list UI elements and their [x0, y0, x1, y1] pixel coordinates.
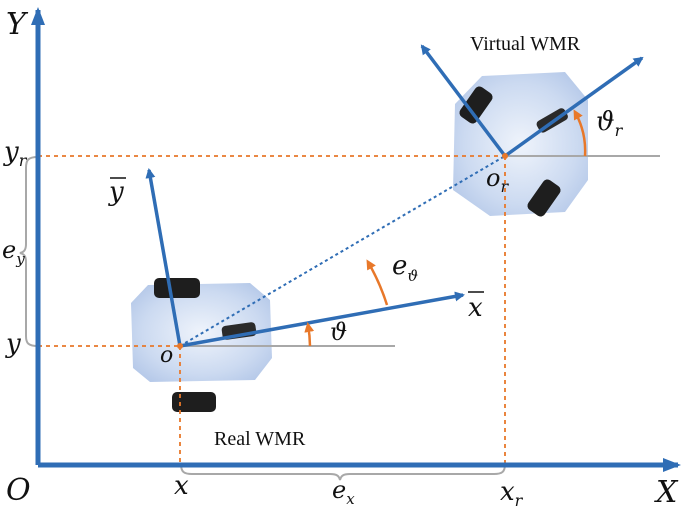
- real-origin-label: o: [160, 343, 173, 368]
- virtual-wmr-label: Virtual WMR: [470, 33, 581, 55]
- theta-r-label: ϑr: [596, 107, 624, 140]
- axis-Y-label: Y: [6, 7, 29, 42]
- y-r-tick-label: yr: [3, 137, 28, 170]
- real-wmr-wheel-bottom: [172, 392, 216, 412]
- real-y-bar-arrow: [145, 168, 182, 347]
- virtual-x-arrow: [503, 56, 644, 158]
- origin-O-label: O: [6, 473, 31, 508]
- real-wmr-wheel-top: [154, 278, 200, 298]
- theta-arc: [304, 322, 315, 347]
- x-bar-label: x: [468, 291, 484, 323]
- real-x-bar-arrow: [179, 291, 465, 348]
- svg-text:x: x: [468, 293, 483, 323]
- e-y-label: ey: [2, 236, 25, 268]
- y-bar-label: y: [108, 177, 126, 207]
- e-x-brace: [180, 463, 506, 481]
- real-wmr-label: Real WMR: [214, 428, 306, 450]
- error-vector-line: [179, 155, 506, 347]
- virtual-wmr-wheel-bottom: [527, 179, 561, 217]
- virtual-wmr-wheel-top: [459, 86, 493, 124]
- x-r-tick-label: xr: [500, 477, 524, 510]
- projection-guides: [38, 155, 506, 464]
- e-theta-arc: [366, 259, 389, 306]
- real-origin-point: [177, 343, 183, 349]
- theta-label: ϑ: [330, 318, 347, 346]
- y-tick-label: y: [5, 329, 21, 359]
- virtual-y-arrow: [420, 44, 507, 158]
- svg-text:y: y: [108, 177, 124, 207]
- e-theta-label: eϑ: [392, 251, 418, 285]
- e-y-brace: [19, 156, 39, 347]
- e-x-label: ex: [332, 476, 355, 508]
- theta-r-arc: [573, 109, 587, 157]
- axis-X-label: X: [654, 475, 679, 510]
- virtual-origin-label: or: [486, 164, 509, 196]
- x-tick-label: x: [174, 471, 189, 501]
- virtual-origin-point: [502, 153, 508, 159]
